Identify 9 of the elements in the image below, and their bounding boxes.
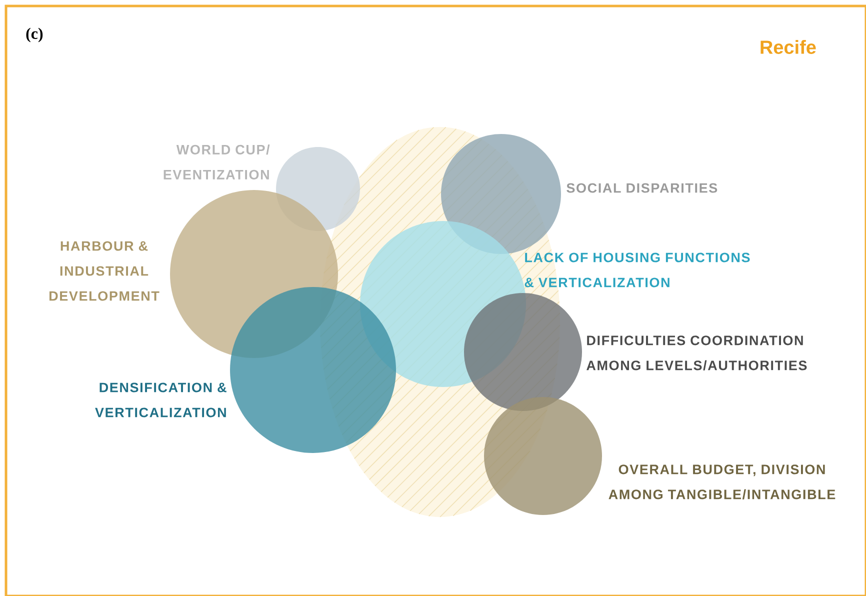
circle-label: OVERALL BUDGET, DIVISION AMONG TANGIBLE/INTANGIBLE [608,464,836,500]
circle-label: DIFFICULTIES COORDINATION AMONG LEVELS/AUTHORITIES [586,336,807,370]
circle-label: SOCIAL DISPARITIES [566,183,718,193]
circle-label: LACK OF HOUSING FUNCTIONS & VERTICALIZATION [524,252,750,288]
circle-label: HARBOUR & INDUSTRIAL DEVELOPMENT [50,241,160,301]
circle-label: DENSIFICATION & VERTICALIZATION [95,382,226,418]
panel-letter: (c) [26,28,43,42]
title: Recife [760,40,816,54]
circle-label: WORLD CUP/ EVENTIZATION [164,144,270,180]
